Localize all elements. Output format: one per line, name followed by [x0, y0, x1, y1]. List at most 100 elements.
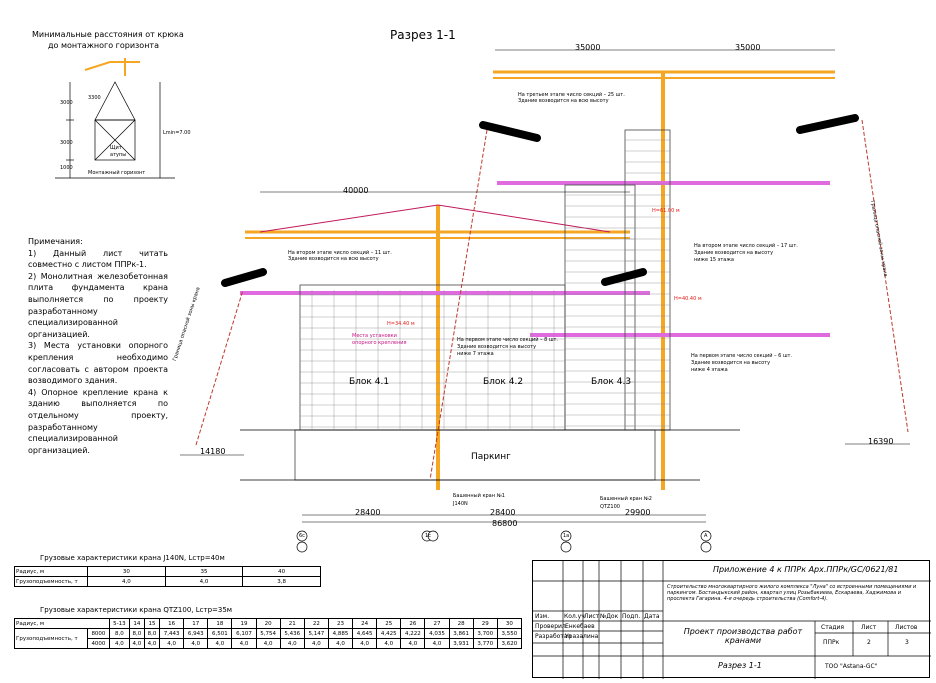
cap2-radius: 21	[279, 618, 305, 629]
cap1-r: 30	[87, 566, 166, 577]
support-note-1a: Места установки	[352, 333, 397, 339]
stage-c1-2: На втором этапе число секций – 11 шт.	[288, 250, 392, 256]
stage-c2-3: На третьем этапе число секций – 25 шт.	[518, 92, 625, 98]
col-kol: Кол.уч	[564, 613, 585, 620]
cap2-radius: 30	[496, 618, 523, 629]
cap2-load-4000: 4,0	[183, 638, 209, 649]
cap2-load-8000: 4,645	[352, 628, 378, 639]
axis-1a: 1а	[563, 533, 570, 539]
capacity-table-1: Радиус, м 30 35 40 Грузоподъемность, т 4…	[14, 566, 321, 587]
cap1-l: 4,0	[87, 576, 166, 587]
cap2-load-4000: 4,0	[143, 638, 161, 649]
cap2-load-8000: 3,700	[472, 628, 498, 639]
hook-sketch-title-1: Минимальные расстояния от крюка	[32, 30, 184, 39]
cap1-load-label: Грузоподъемность, т	[14, 576, 88, 587]
cap2-weight-b: 4000	[87, 638, 110, 649]
danger-zone-lines	[195, 119, 909, 481]
section-title: Разрез 1-1	[390, 28, 456, 42]
cap2-radius-label: Радиус, м	[14, 618, 110, 629]
dim-right-jib-b: 35000	[735, 43, 761, 52]
checked-name: Енкебаев	[565, 623, 595, 630]
cap2-radius: 18	[207, 618, 233, 629]
cap2-radius: 26	[400, 618, 426, 629]
axis-A: А	[704, 533, 708, 539]
parking-label: Паркинг	[471, 452, 511, 462]
capacity-1-title: Грузовые характеристики крана J140N, Lст…	[40, 554, 225, 562]
dim-span-3: 29900	[625, 508, 651, 517]
dim-right-jib-a: 35000	[575, 43, 601, 52]
cap2-load-4000: 4,0	[424, 638, 450, 649]
cap2-load-4000: 4,0	[376, 638, 402, 649]
cap2-weight-a: 8000	[87, 628, 110, 639]
dim-span-2: 28400	[490, 508, 516, 517]
support-frames	[240, 181, 830, 337]
horizon-label: Монтажный горизонт	[88, 170, 146, 176]
developed-label: Разработал	[535, 633, 572, 640]
cap2-load-4000: 4,0	[231, 638, 257, 649]
cap2-load-8000: 8,0	[108, 628, 130, 639]
dim-left-offset: 14180	[200, 447, 226, 456]
stage-c2-3b: Здание возводится на всю высоту	[518, 98, 609, 104]
axis-6c: 6с	[299, 533, 305, 539]
dim-3300: 3300	[88, 95, 101, 101]
company-name: ТОО "Astana-GC"	[825, 663, 878, 670]
title-block: Приложение 4 к ППРк Арх.ППРк/GC/0621/81 …	[532, 560, 931, 679]
support-note-1b: опорного крепления	[352, 340, 407, 346]
dim-span-1: 28400	[355, 508, 381, 517]
cap1-r: 40	[242, 566, 321, 577]
grid-axes	[296, 530, 712, 553]
cap2-load-8000: 6,501	[207, 628, 233, 639]
cap1-l: 4,0	[164, 576, 244, 587]
cap2-radius: 29	[472, 618, 498, 629]
drawing-name: Разрез 1-1	[718, 661, 762, 670]
cap2-load-8000: 3,861	[448, 628, 474, 639]
cap2-load-8000: 5,754	[255, 628, 281, 639]
cap2-load-4000: 4,0	[108, 638, 130, 649]
cap2-radius: 22	[303, 618, 329, 629]
crane-ballast	[221, 114, 859, 287]
cap2-radius: 15	[143, 618, 161, 629]
cap2-radius: 27	[424, 618, 450, 629]
stage-c2-1b: Здание возводится на высоту	[691, 360, 771, 366]
stage-c1-2b: Здание возводится на всю высоту	[288, 256, 379, 262]
cap2-load-8000: 8,0	[143, 628, 161, 639]
cap2-load-4000: 3,931	[448, 638, 474, 649]
sheet-value: 2	[867, 639, 871, 646]
cap2-load-4000: 4,0	[279, 638, 305, 649]
shield-label: Щит	[110, 145, 122, 151]
dim-3000a: 3000	[60, 100, 73, 106]
dim-left-jib: 40000	[343, 186, 369, 195]
notes-block: Примечания: 1) Данный лист читать совмес…	[28, 236, 168, 456]
height-3: H=40.40 м	[674, 296, 702, 302]
cap2-radius: 19	[231, 618, 257, 629]
col-list: Лист	[584, 613, 600, 620]
cap1-radius-label: Радиус, м	[14, 566, 88, 577]
block-4-1: Блок 4.1	[349, 377, 390, 387]
building-section	[240, 129, 740, 481]
cap2-load-4000: 4,0	[255, 638, 281, 649]
tower-crane-2	[493, 70, 835, 490]
hook-distance-sketch	[55, 58, 175, 179]
cap2-load-8000: 8,0	[128, 628, 145, 639]
cap2-load-8000: 4,885	[327, 628, 354, 639]
block-4-2: Блок 4.2	[483, 377, 524, 387]
cap2-load-label: Грузоподъемность, т	[14, 628, 88, 649]
cap2-load-8000: 5,436	[279, 628, 305, 639]
dim-total: Lmin=7.00	[163, 130, 191, 136]
doc-title: Проект производства работ кранами	[683, 627, 803, 645]
cap2-load-4000: 4,0	[159, 638, 185, 649]
dimension-lines	[180, 49, 910, 523]
stage-c2-2: На втором этапе число секций – 17 шт.	[694, 243, 798, 249]
stage-c1-1b: Здание возводится на высоту	[457, 344, 537, 350]
shield-label-2: атупы	[110, 152, 127, 158]
cap2-load-4000: 4,0	[128, 638, 145, 649]
cap2-load-8000: 6,943	[183, 628, 209, 639]
cap1-l: 3,8	[242, 576, 321, 587]
cap2-radius: 14	[128, 618, 145, 629]
cap2-load-4000: 3,620	[496, 638, 523, 649]
cap2-radius: 25	[376, 618, 402, 629]
building-floors	[300, 139, 670, 430]
note-4: 4) Опорное крепление крана к зданию выпо…	[28, 387, 168, 455]
cap2-radius: 16	[159, 618, 185, 629]
cap2-load-8000: 4,222	[400, 628, 426, 639]
